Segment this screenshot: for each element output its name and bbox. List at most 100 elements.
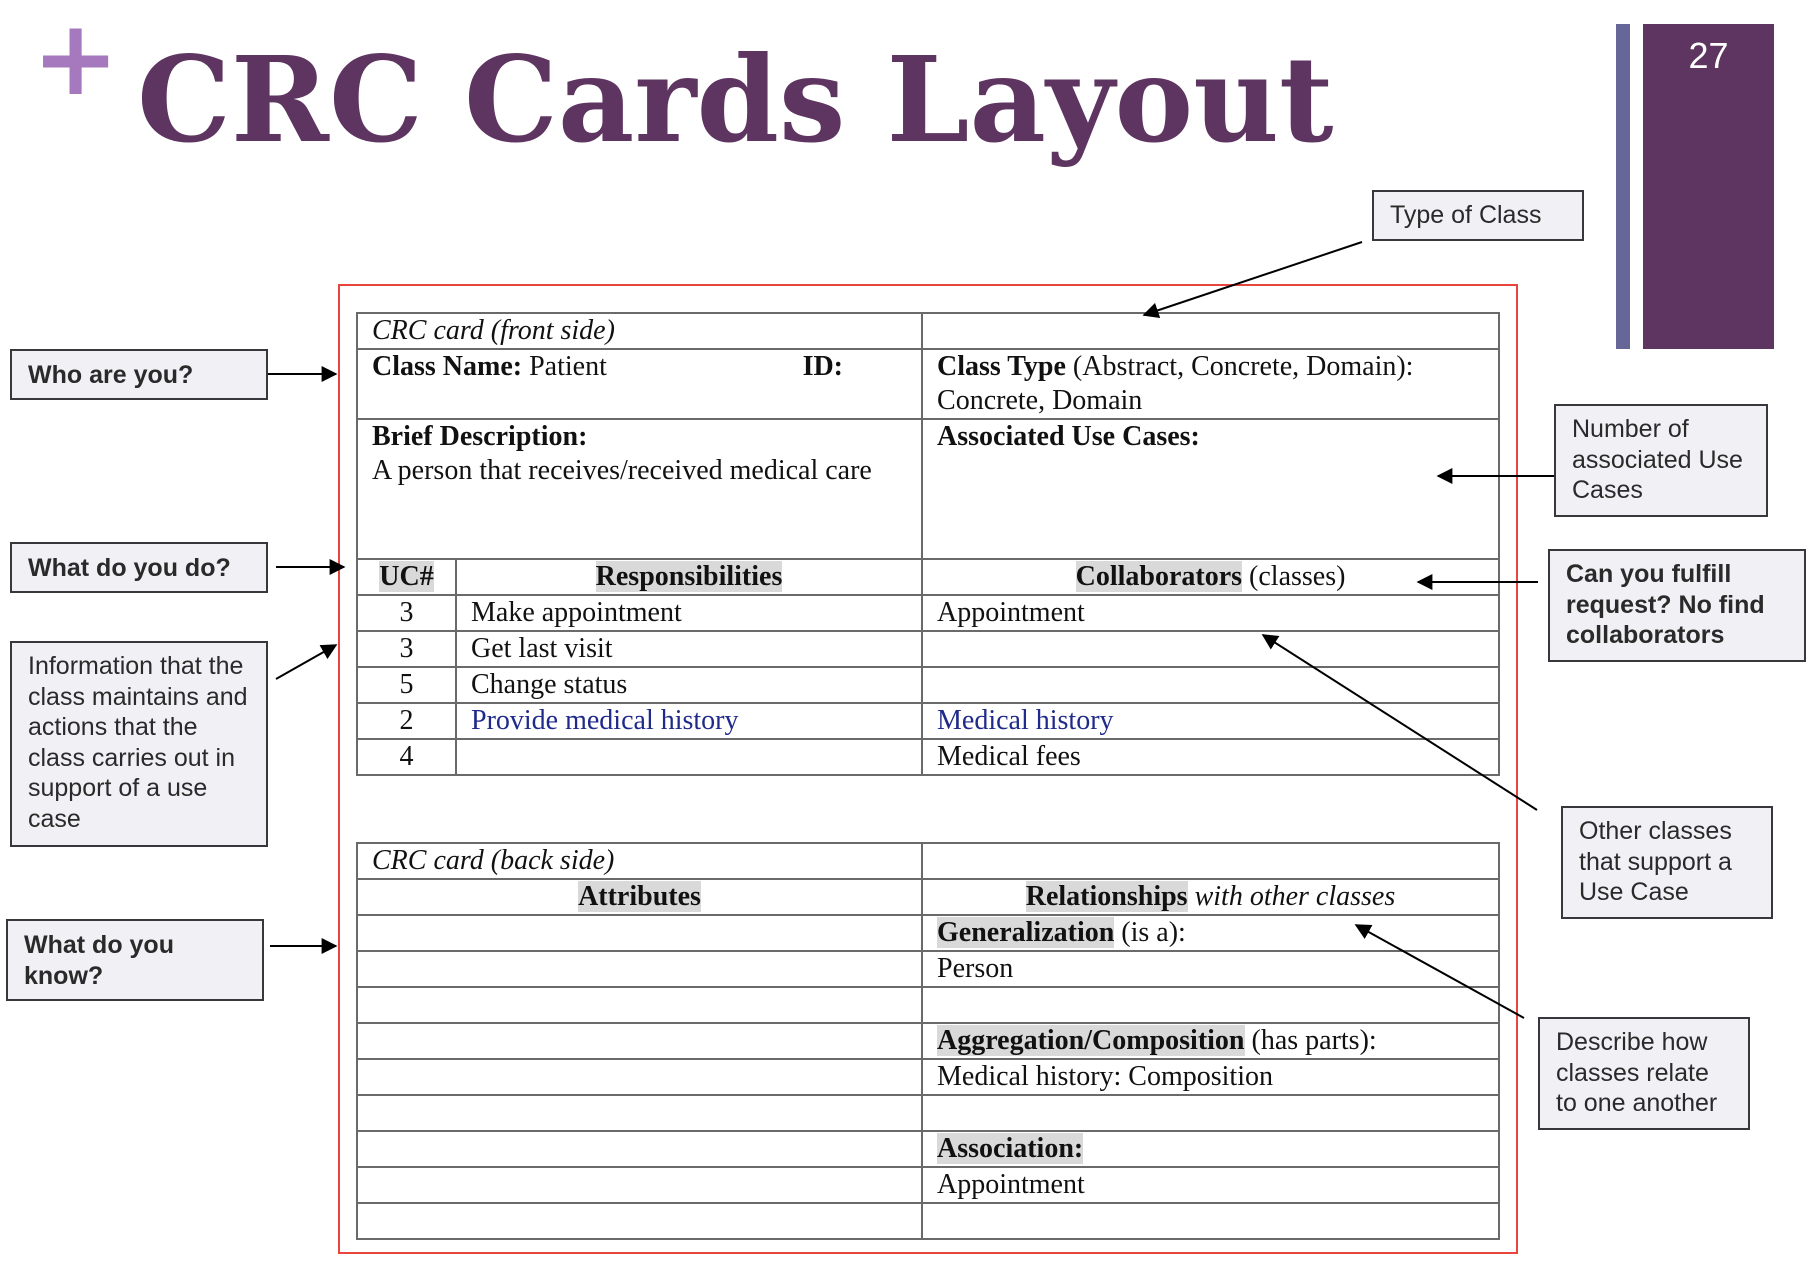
associated-use-cases-cell: Associated Use Cases: [921, 418, 1501, 560]
collaborator: Medical history [921, 702, 1501, 740]
responsibility-row: 3 Make appointment Appointment [356, 594, 1501, 632]
callout-number-of-use-cases-text: Number of associated Use Cases [1572, 415, 1743, 504]
relationship-row: Association: [356, 1130, 1500, 1168]
responsibility-row: 2 Provide medical history Medical histor… [356, 702, 1501, 740]
arrow-information [275, 644, 338, 680]
relationship-row: Appointment [356, 1166, 1500, 1204]
class-type-value: Concrete, Domain [937, 385, 1143, 416]
aggregation-label: Aggregation/Composition [937, 1025, 1245, 1056]
aggregation-value: Medical history: Composition [921, 1058, 1500, 1096]
collaborator [921, 666, 1501, 704]
uc-number: 3 [356, 630, 457, 668]
attribute-cell [356, 1058, 923, 1096]
relationship-row [356, 986, 1500, 1024]
collaborators-header: Collaborators [1075, 561, 1243, 592]
front-header-empty-cell [921, 312, 1501, 350]
callout-what-do-you-know: What do you know? [6, 919, 264, 1001]
class-info-row: Class Name: Patient ID: Class Type (Abst… [355, 348, 1501, 420]
callout-information-text: Information that the class maintains and… [28, 652, 248, 833]
callout-fulfill-request: Can you fulfill request? No find collabo… [1548, 549, 1806, 662]
attribute-cell [356, 1202, 923, 1240]
relationship-row [356, 1202, 1500, 1240]
class-type-cell: Class Type (Abstract, Concrete, Domain):… [921, 348, 1501, 420]
responsibility-row: 3 Get last visit [356, 630, 1501, 668]
uc-number: 2 [356, 702, 457, 740]
uc-header: UC# [379, 561, 434, 592]
aggregation-suffix: (has parts): [1244, 1025, 1377, 1056]
responsibility [454, 738, 924, 776]
back-header-empty-cell [921, 842, 1500, 880]
associated-use-cases-label: Associated Use Cases: [937, 421, 1200, 452]
attribute-cell [356, 1166, 923, 1204]
crc-card-front: CRC card (front side) Class Name: Patien… [355, 312, 1501, 776]
relationship-empty-cell [921, 1202, 1500, 1240]
relationships-header-suffix: with other classes [1187, 881, 1396, 912]
generalization-suffix: (is a): [1114, 917, 1186, 948]
responsibility: Make appointment [454, 594, 924, 632]
uc-number: 5 [356, 666, 457, 704]
page-number: 27 [1688, 35, 1729, 76]
class-type-label: Class Type [937, 351, 1066, 382]
attribute-cell [356, 1130, 923, 1168]
relationship-empty-cell [921, 986, 1500, 1024]
attribute-cell [356, 1022, 923, 1060]
description-row: Brief Description: A person that receive… [355, 418, 1501, 560]
relationship-row [356, 1094, 1500, 1132]
attribute-cell [356, 914, 923, 952]
callout-type-of-class-text: Type of Class [1390, 201, 1542, 229]
slide-title: CRC Cards Layout [137, 30, 1334, 169]
association-value: Appointment [921, 1166, 1500, 1204]
collaborators-header-suffix: (classes) [1242, 561, 1346, 592]
responsibility: Get last visit [454, 630, 924, 668]
responsibilities-header: Responsibilities [595, 561, 783, 592]
id-label: ID: [802, 351, 844, 382]
brief-description-label: Brief Description: [372, 421, 588, 452]
responsibility: Change status [454, 666, 924, 704]
responsibility-row: 4 Medical fees [356, 738, 1501, 776]
collaborator [921, 630, 1501, 668]
callout-describe-relationships-text: Describe how classes relate to one anoth… [1556, 1028, 1718, 1117]
responsibility: Provide medical history [454, 702, 924, 740]
class-name-label: Class Name: [372, 351, 523, 382]
callout-other-classes-text: Other classes that support a Use Case [1579, 817, 1732, 906]
callout-who-are-you-text: Who are you? [28, 361, 194, 389]
responsibilities-header-row: UC# Responsibilities Collaborators (clas… [356, 558, 1501, 596]
class-name-cell: Class Name: Patient ID: [355, 348, 924, 420]
callout-information: Information that the class maintains and… [10, 641, 268, 847]
uc-number: 3 [356, 594, 457, 632]
front-side-label: CRC card (front side) [355, 312, 924, 350]
side-accent-block [1643, 24, 1774, 349]
back-side-label: CRC card (back side) [356, 842, 923, 880]
generalization-value: Person [921, 950, 1500, 988]
callout-fulfill-request-text: Can you fulfill request? No find collabo… [1566, 560, 1765, 649]
callout-what-do-you-know-text: What do you know? [24, 931, 174, 990]
relationship-empty-cell [921, 1094, 1500, 1132]
attribute-cell [356, 950, 923, 988]
association-label: Association: [937, 1133, 1084, 1164]
callout-number-of-use-cases: Number of associated Use Cases [1554, 404, 1768, 517]
brief-description-value: A person that receives/received medical … [372, 455, 872, 486]
callout-what-do-you-do-text: What do you do? [28, 554, 231, 582]
collaborator: Appointment [921, 594, 1501, 632]
class-type-options: (Abstract, Concrete, Domain): [1065, 351, 1414, 382]
uc-number: 4 [356, 738, 457, 776]
crc-card-back: CRC card (back side) Attributes Relation… [356, 842, 1500, 1240]
collaborator: Medical fees [921, 738, 1501, 776]
aggregation-cell: Aggregation/Composition (has parts): [921, 1022, 1500, 1060]
attribute-cell [356, 1094, 923, 1132]
back-columns-row: Attributes Relationships with other clas… [356, 878, 1500, 916]
generalization-cell: Generalization (is a): [921, 914, 1500, 952]
brief-description-cell: Brief Description: A person that receive… [355, 418, 924, 560]
callout-who-are-you: Who are you? [10, 349, 268, 400]
class-name-value: Patient [522, 351, 607, 382]
callout-what-do-you-do: What do you do? [10, 542, 268, 593]
responsibility-row: 5 Change status [356, 666, 1501, 704]
callout-describe-relationships: Describe how classes relate to one anoth… [1538, 1017, 1750, 1130]
back-header-row: CRC card (back side) [356, 842, 1500, 880]
side-accent-stripe [1616, 24, 1630, 349]
relationship-row: Medical history: Composition [356, 1058, 1500, 1096]
plus-icon: + [32, 0, 120, 119]
relationship-row: Aggregation/Composition (has parts): [356, 1022, 1500, 1060]
attributes-header: Attributes [578, 881, 701, 912]
association-cell: Association: [921, 1130, 1500, 1168]
